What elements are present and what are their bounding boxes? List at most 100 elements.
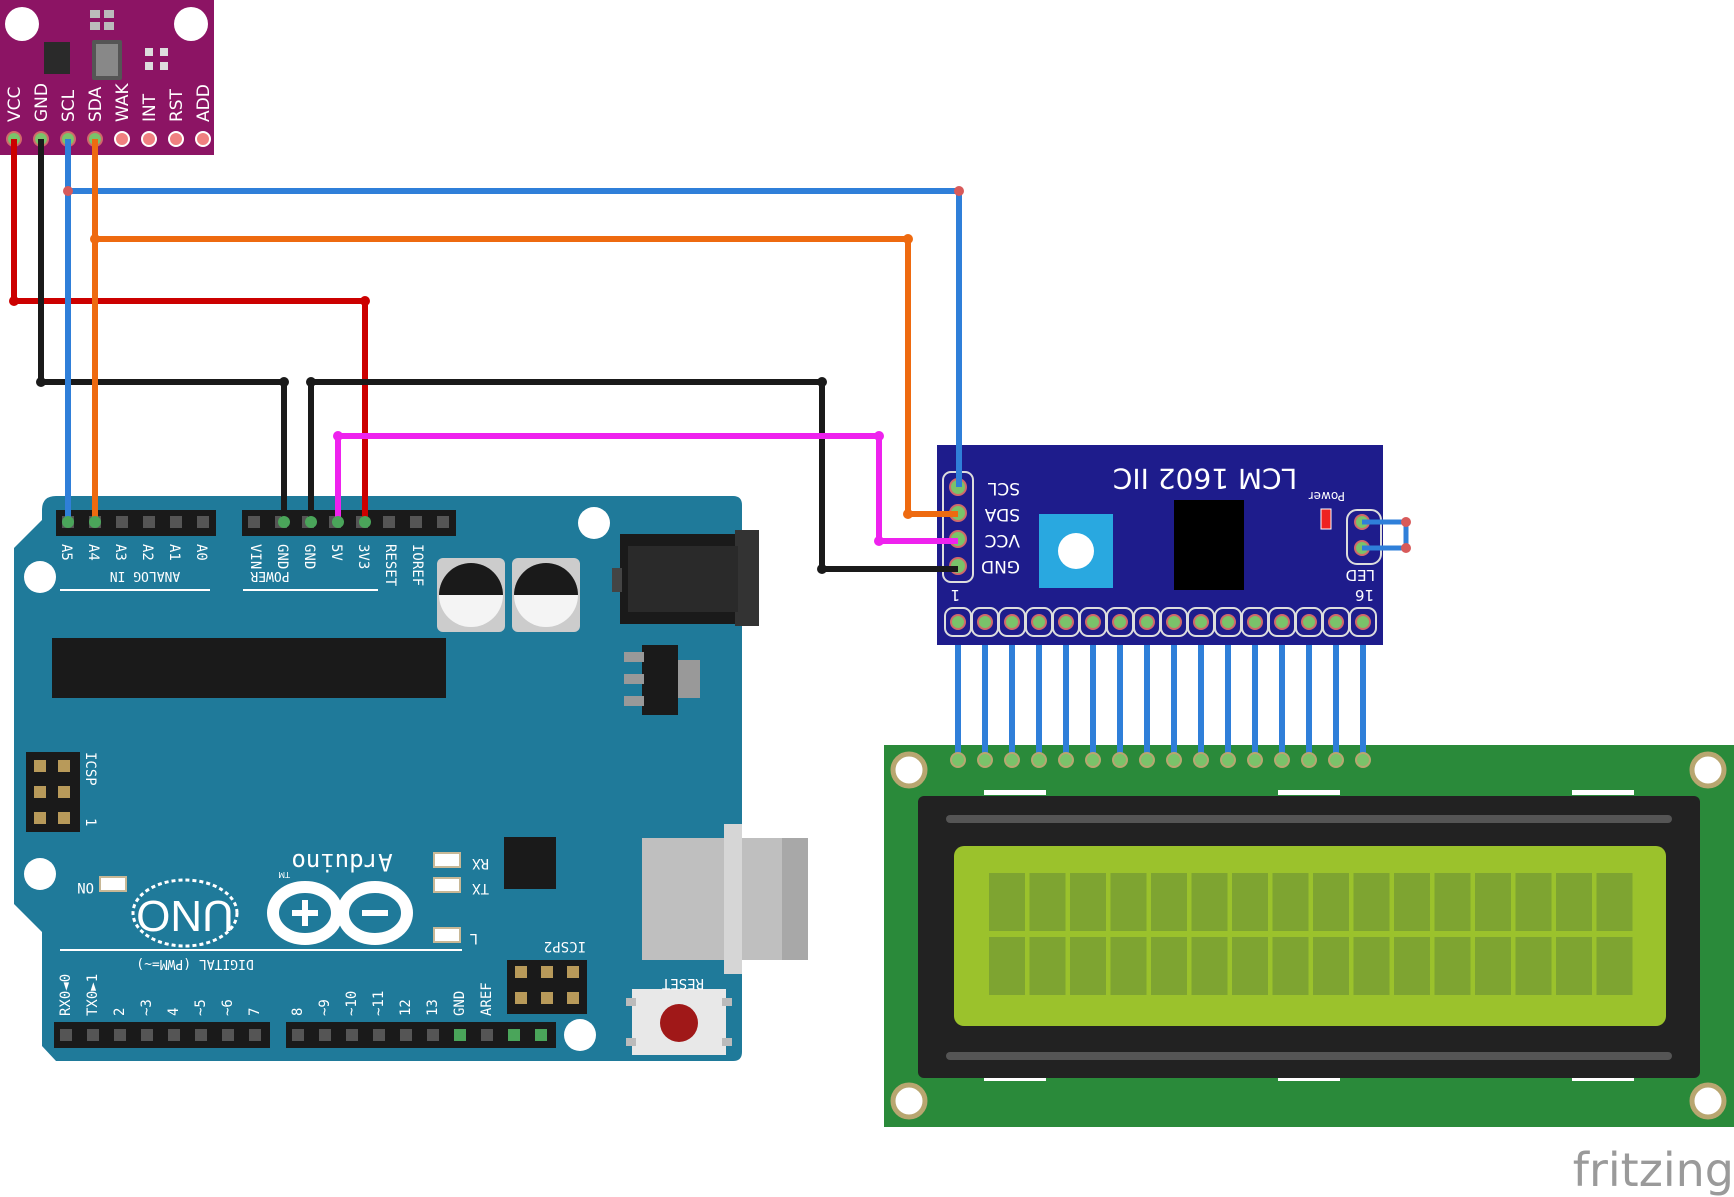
lcd-cell (1556, 873, 1592, 931)
digital-pin-11: ~11 (371, 991, 387, 1016)
wire-scl-blue-2 (68, 188, 962, 487)
i2c-led-jumper (1346, 509, 1411, 565)
lcd-cell (1596, 873, 1633, 931)
rx-label: RX (472, 855, 489, 871)
lcd-cell (1394, 873, 1430, 931)
analog-in-header: ANALOG IN (110, 568, 180, 583)
lcd-cell (1475, 937, 1511, 995)
lcd-cell (1313, 937, 1349, 995)
lcd-cell (1151, 873, 1187, 931)
lcd-pin-pad (1139, 752, 1155, 768)
lcd-cell (1029, 937, 1066, 995)
lcd-cell (1434, 873, 1471, 931)
arduino-brand-text: Arduino (291, 848, 392, 876)
analog-pin-a1: A1 (166, 544, 182, 561)
digital-pin-7: 7 (247, 1008, 263, 1016)
lcd-cell (1070, 937, 1106, 995)
lcd-cell (1434, 937, 1471, 995)
l-led-label: L (470, 930, 478, 946)
reset-button[interactable] (626, 989, 732, 1055)
i2c-header-pin (1031, 614, 1047, 630)
analog-pin-a3: A3 (112, 544, 128, 561)
lcd-cell (1353, 873, 1390, 931)
i2c-header-pin (1220, 614, 1236, 630)
i2c-header-pin (1004, 614, 1020, 630)
lcd-pin-pad (1058, 752, 1074, 768)
lcd-cell (1515, 937, 1552, 995)
digital-pin-2: 2 (112, 1008, 128, 1016)
digital-pin-aref: AREF (479, 982, 495, 1016)
lcd-pin-pad (1274, 752, 1290, 768)
sensor-pin-add: ADD (194, 84, 214, 122)
digital-pin-4: 4 (166, 1008, 182, 1016)
power-pin-gnd2: GND (301, 544, 317, 569)
sensor-pin-vcc: VCC (5, 87, 25, 122)
i2c-header-pin (1301, 614, 1317, 630)
i2c-lcd-header (944, 607, 1377, 637)
sensor-pin-sda: SDA (86, 86, 106, 122)
i2c-header-pin (1247, 614, 1263, 630)
icsp-header (26, 752, 80, 832)
power-pin-5v: 5V (328, 544, 344, 561)
icsp-pin1-label: 1 (82, 818, 98, 826)
i2c-pin16-label: 16 (1355, 586, 1374, 604)
wire-junctions (9, 186, 964, 574)
lcd-pin-pad (950, 752, 966, 768)
i2c-header-pin (1139, 614, 1155, 630)
lcd-cell (1191, 937, 1228, 995)
lcd-pin-pad (1247, 752, 1263, 768)
icsp2-header (507, 960, 587, 1014)
i2c-header-pin (1355, 614, 1371, 630)
analog-pin-a5: A5 (58, 544, 74, 561)
sensor-pin-scl: SCL (59, 89, 79, 122)
lcd-cell (1070, 873, 1106, 931)
lcd-pin-pad (1193, 752, 1209, 768)
trademark-text: TM (278, 870, 291, 879)
arduino-uno-board: A5 A4 A3 A2 A1 A0 ANALOG IN VIN GND GND … (14, 496, 808, 1061)
i2c-header-pin (1328, 614, 1344, 630)
lcd-cell (989, 873, 1025, 931)
usb-connector (642, 824, 808, 974)
lcd-cell (1596, 937, 1633, 995)
digital-pin-gnd: GND (452, 991, 468, 1016)
i2c-header-socket (1349, 607, 1377, 637)
lcd-cell (1515, 873, 1552, 931)
sensor-board: VCC GND SCL SDA WAK INT RST ADD (0, 0, 214, 155)
lcd-cell (1110, 937, 1147, 995)
analog-pin-a0: A0 (193, 544, 209, 561)
i2c-header-pin (977, 614, 993, 630)
power-pin-3v3: 3V3 (355, 544, 371, 569)
lcd-pin-pad (1328, 752, 1344, 768)
digital-header: DIGITAL (PWM=~) (136, 956, 253, 971)
lcd-cell (1232, 937, 1268, 995)
power-pin-gnd1: GND (274, 544, 290, 569)
lcd-pin-pad (1112, 752, 1128, 768)
digital-pin-1: TX0►1 (85, 974, 101, 1016)
lcd-pin-pad (1166, 752, 1182, 768)
i2c-led-label: LED (1346, 566, 1375, 584)
lcd-cell (1353, 937, 1390, 995)
lcd-cell (1313, 873, 1349, 931)
wire-gnd-black-1 (38, 139, 287, 520)
power-jack (612, 530, 759, 626)
lcd-pin-pad (1031, 752, 1047, 768)
wire-sda-orange-2 (95, 236, 958, 517)
lcd-cell (1272, 937, 1309, 995)
power-pin-ioref: IOREF (409, 544, 425, 586)
power-header: POWER (250, 568, 289, 583)
wire-vcc-red (11, 139, 368, 520)
i2c-pin-vcc: VCC (985, 530, 1020, 550)
fritzing-watermark: fritzing (1573, 1143, 1734, 1197)
i2c-pin1-label: 1 (950, 586, 960, 604)
lcd-cell (989, 937, 1025, 995)
sensor-pin-int: INT (140, 93, 160, 122)
reset-label: RESET (661, 975, 704, 991)
i2c-power-label: Power (1309, 489, 1345, 503)
lcd-pin-pad (977, 752, 993, 768)
lcd-cell (1110, 873, 1147, 931)
icsp2-label: ICSP2 (544, 938, 586, 954)
i2c-pin-scl: SCL (987, 478, 1020, 498)
i2c-header-pin (950, 614, 966, 630)
arduino-logo: UNO Arduino TM (131, 848, 413, 948)
